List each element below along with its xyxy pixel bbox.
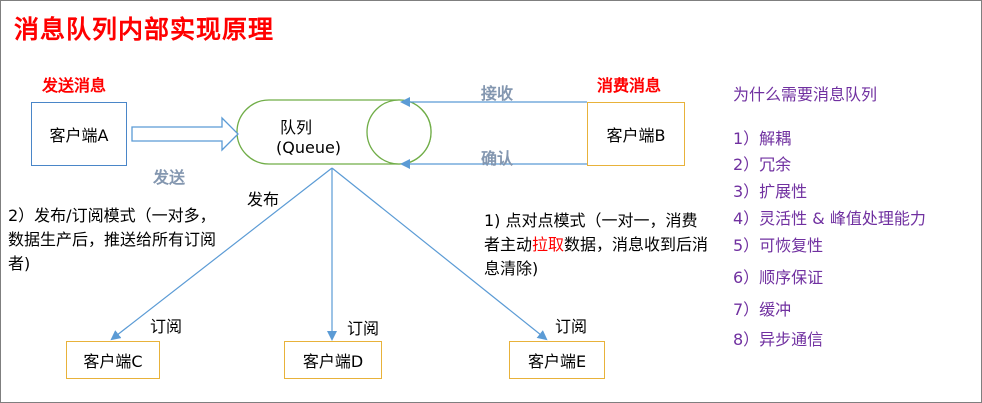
client-a-box: 客户端A (31, 102, 127, 166)
queue-label-en: (Queue) (276, 138, 342, 157)
receive-label: 接收 (481, 84, 514, 103)
reason-item: 3）扩展性 (733, 182, 808, 201)
reason-item: 2）冗余 (733, 155, 792, 174)
reason-item: 4）灵活性 & 峰值处理能力 (733, 209, 926, 228)
publish-arrow-e (331, 167, 548, 341)
client-d-label: 客户端D (302, 352, 364, 371)
client-b-box: 客户端B (587, 102, 685, 166)
confirm-label: 确认 (481, 149, 514, 168)
p2p-description-part2: 数据，消息收到后消息清除) (484, 235, 709, 278)
p2p-description-part1: 1) 点对点模式（一对一，消费者主动 (484, 211, 698, 254)
subscribe-label-d: 订阅 (347, 319, 380, 338)
reason-item: 6）顺序保证 (733, 268, 824, 287)
pubsub-description: 2）发布/订阅模式（一对多，数据生产后，推送给所有订阅者) (8, 206, 217, 273)
send-block-arrow (131, 116, 239, 152)
subscribe-label-c: 订阅 (150, 317, 183, 336)
client-c-box: 客户端C (66, 341, 160, 379)
send-label: 发送 (153, 168, 186, 187)
publish-label: 发布 (247, 190, 280, 209)
client-e-label: 客户端E (527, 352, 587, 371)
reason-item: 7）缓冲 (733, 300, 792, 319)
queue-cylinder-end (366, 99, 432, 165)
why-title: 为什么需要消息队列 (733, 85, 878, 104)
consume-message-label: 消费消息 (597, 76, 662, 95)
reason-item: 5）可恢复性 (733, 236, 824, 255)
queue-label: 队列 (280, 118, 313, 137)
reason-item: 8）异步通信 (733, 330, 824, 349)
send-message-label: 发送消息 (42, 76, 107, 95)
p2p-description: 1) 点对点模式（一对一，消费者主动拉取数据，消息收到后消息清除) (484, 209, 710, 281)
client-c-label: 客户端C (83, 352, 143, 371)
client-b-label: 客户端B (606, 126, 666, 145)
client-d-box: 客户端D (284, 341, 382, 379)
client-e-box: 客户端E (509, 341, 605, 379)
reason-item: 1）解耦 (733, 129, 792, 148)
p2p-description-highlight: 拉取 (532, 235, 565, 254)
diagram-title: 消息队列内部实现原理 (14, 15, 275, 44)
client-a-label: 客户端A (49, 126, 109, 145)
publish-arrow-c (110, 167, 333, 341)
subscribe-label-e: 订阅 (555, 317, 588, 336)
